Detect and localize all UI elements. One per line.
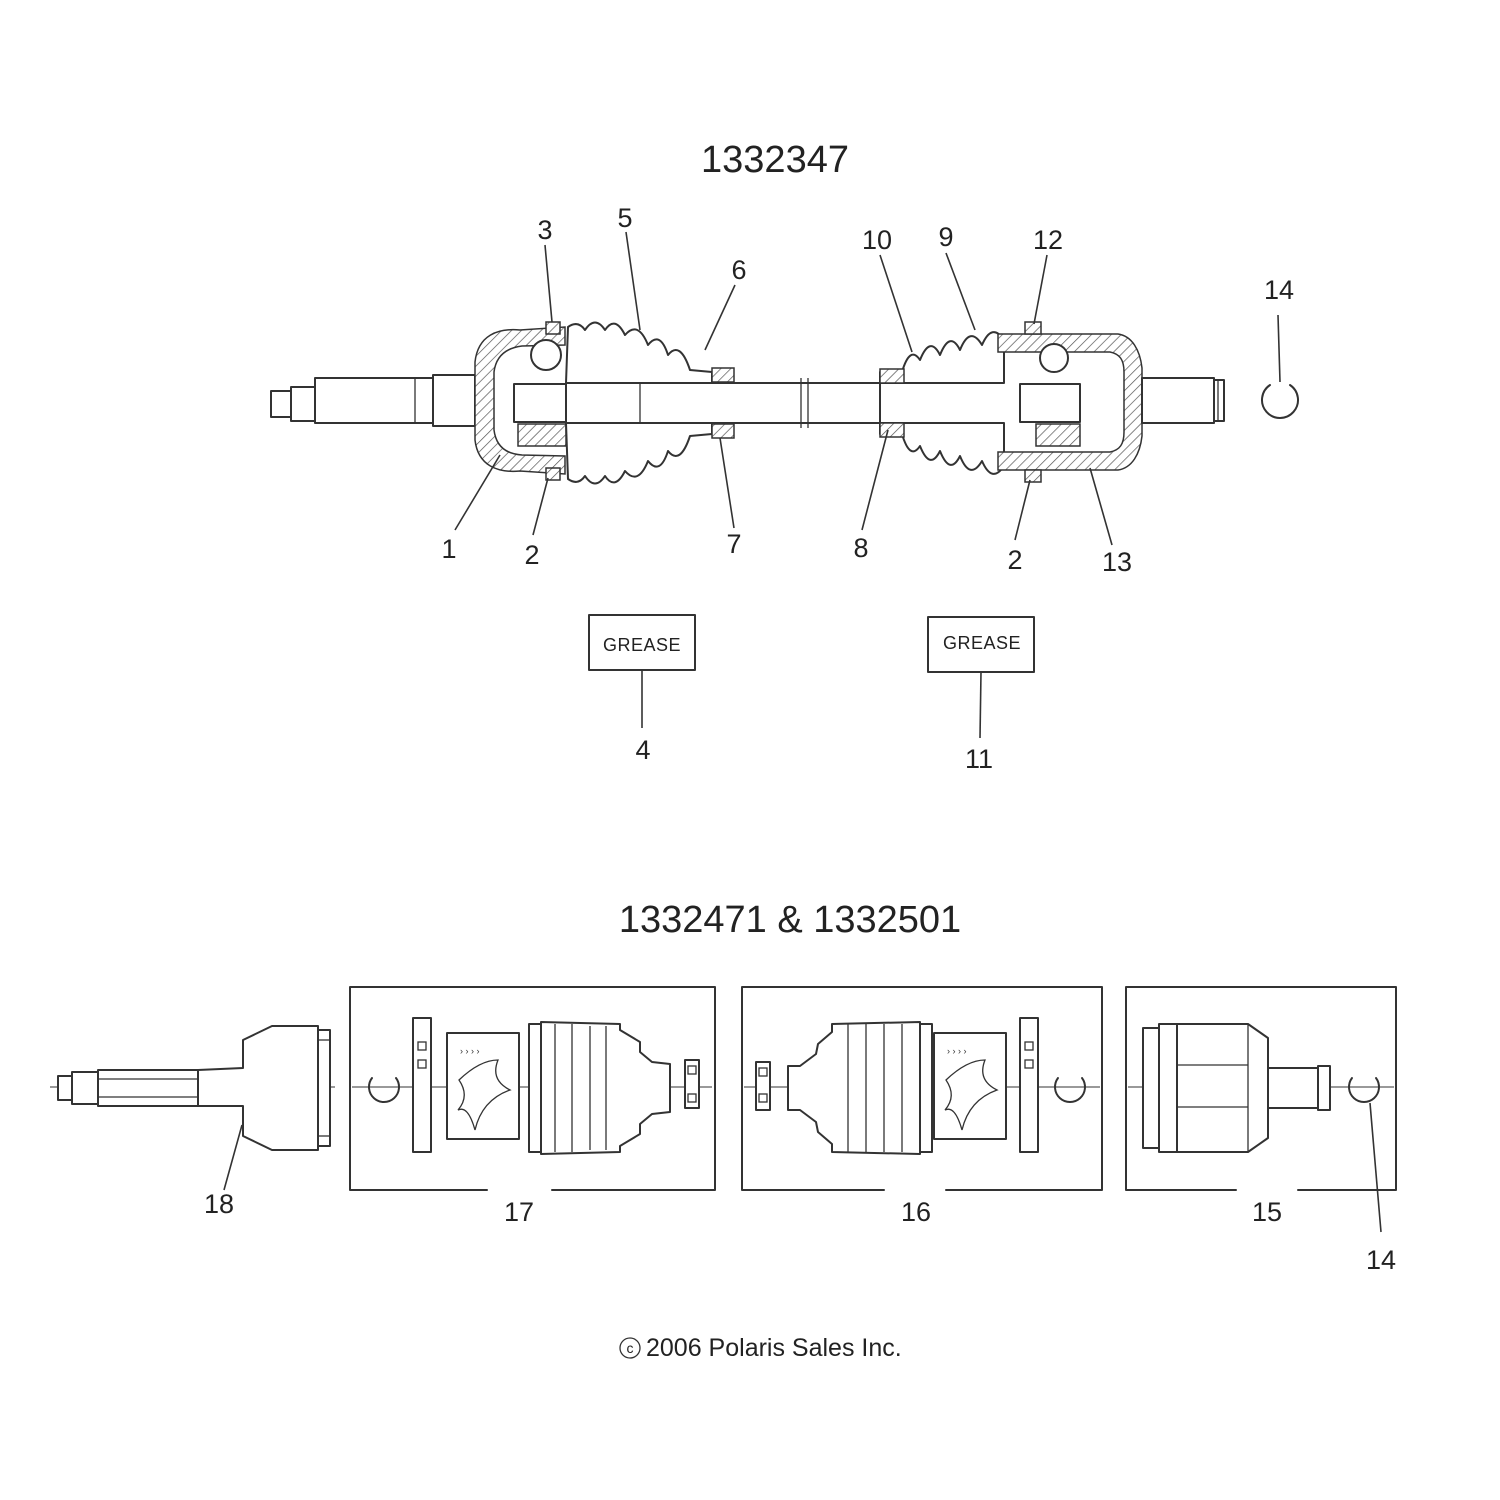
callout-1: 1 [441,534,456,564]
clamp-17 [412,1017,432,1153]
clamp-7 [711,423,735,439]
inner-cv-housing-15 [1176,1023,1269,1153]
callout-2-left: 2 [524,540,539,570]
callout-13: 13 [1102,547,1132,577]
callout-6: 6 [731,255,746,285]
svg-text:› › › ›: › › › › [460,1046,480,1056]
grease-box-left: GREASE 4 [588,614,696,765]
copyright-text: 2006 Polaris Sales Inc. [646,1334,902,1362]
small-clamp-16 [755,1061,771,1111]
main-shaft [565,382,881,424]
callout-15: 15 [1252,1197,1282,1227]
kit-box-15: 15 14 [1125,986,1397,1275]
callout-4: 4 [635,735,650,765]
callout-3: 3 [537,215,552,245]
clamp-16 [1019,1017,1039,1153]
inner-cv-race [1019,383,1081,423]
callout-12: 12 [1033,225,1063,255]
callout-16: 16 [901,1197,931,1227]
callout-9: 9 [938,222,953,252]
circlip-15 [1348,1077,1380,1103]
shaft-nut-left [270,390,292,418]
clamp-8 [879,422,905,438]
inner-boot-top [879,331,1005,384]
outer-cv-ball [530,339,562,371]
inner-boot-bottom [879,422,1005,475]
small-clamp-17 [684,1059,700,1109]
callout-7: 7 [726,529,741,559]
clamp-12 [1024,321,1042,335]
grease-box-right: GREASE 11 [927,616,1035,774]
callout-14-top: 14 [1264,275,1294,305]
grease-packet-17 [446,1032,520,1140]
outer-boot-bottom [565,422,713,485]
grease-packet-16 [933,1032,1007,1140]
clamp-2-left [545,467,561,481]
copyright-footer: c 2006 Polaris Sales Inc. [619,1334,902,1362]
callout-11: 11 [965,744,993,774]
outer-cv-inner-race [513,383,567,423]
callout-10: 10 [862,225,892,255]
clamp-3 [545,321,561,335]
clamp-6 [711,367,735,383]
callout-5: 5 [617,203,632,233]
callout-8: 8 [853,533,868,563]
clamp-2-right [1024,469,1042,483]
svg-text:GREASE: GREASE [603,635,681,655]
top-drive-shaft [270,321,1299,485]
bottom-assembly-title: 1332471 & 1332501 [619,899,961,941]
copyright-symbol: c [627,1340,634,1356]
top-leaders [454,231,1281,546]
circlip-top [1261,384,1299,419]
callout-2-right: 2 [1007,545,1022,575]
circlip-16 [1054,1077,1086,1103]
circlip-17 [368,1077,400,1103]
top-assembly-title: 1332347 [701,139,849,181]
callout-14-bottom: 14 [1366,1245,1396,1275]
kit-box-16: › › › › 16 [741,986,1103,1227]
outer-cv-housing [474,326,566,475]
outer-boot-top [565,321,713,384]
svg-text:› › › ›: › › › › [947,1046,967,1056]
outer-cv-assembly-18: 18 [50,1025,335,1219]
top-callouts: 3 5 6 10 9 12 14 1 2 7 8 2 13 [441,203,1294,577]
callout-17: 17 [504,1197,534,1227]
svg-text:GREASE: GREASE [943,633,1021,653]
callout-18: 18 [204,1189,234,1219]
inner-cv-housing [997,333,1143,471]
boot-16 [787,1021,921,1155]
inner-cv-ball [1039,343,1069,373]
kit-box-17: › › › › 17 [349,986,716,1227]
clamp-10 [879,368,905,384]
